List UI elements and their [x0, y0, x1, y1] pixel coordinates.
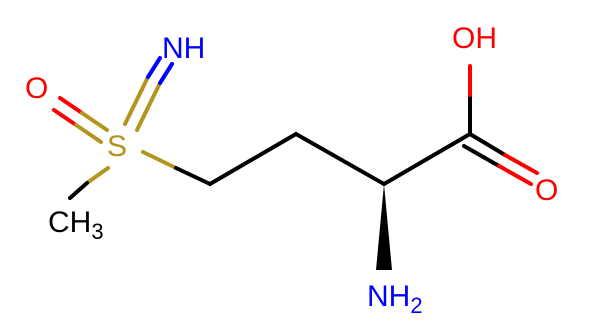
bond-s-o-2	[52, 108, 78, 127]
wedge-bond-c-nh2	[376, 184, 392, 270]
bond-c2-c3	[294, 132, 386, 186]
bond-c-o-2b	[497, 164, 533, 186]
amine-subscript: 2	[410, 293, 422, 318]
bond-c3-c4	[382, 132, 472, 186]
bond-c-o-1b	[503, 153, 539, 175]
bond-s-nh-2b	[158, 62, 174, 85]
bond-s-ch3	[85, 166, 110, 185]
bond-s-ch2b	[174, 166, 212, 186]
bond-s-nh-2	[135, 81, 162, 132]
atom-imine-label: NH	[162, 32, 205, 65]
bond-s-ch3b	[68, 181, 89, 200]
bond-s-ch2	[141, 150, 178, 170]
bond-c-o-1	[468, 132, 507, 157]
bond-c1-c2	[208, 132, 298, 186]
bond-c-o-2	[462, 144, 501, 168]
atom-hydroxyl-label: OH	[452, 22, 497, 55]
atom-carbonyl-oxygen-label: O	[535, 174, 558, 207]
bond-s-nh-1b	[146, 56, 162, 79]
atom-sulfur-label: S	[107, 130, 127, 163]
atom-sulfoxide-oxygen-label: O	[25, 72, 48, 105]
atom-amine-label: NH2	[367, 280, 423, 318]
bond-s-o-1b	[80, 111, 109, 132]
atom-methyl-label: CH3	[48, 206, 104, 244]
bond-s-o-2b	[74, 123, 103, 144]
methyl-subscript: 3	[91, 219, 103, 244]
bond-s-nh-1	[123, 75, 150, 126]
methyl-main: CH	[48, 206, 91, 239]
bond-s-o-1	[58, 96, 84, 115]
bonds	[52, 56, 539, 200]
amine-main: NH	[367, 280, 410, 313]
